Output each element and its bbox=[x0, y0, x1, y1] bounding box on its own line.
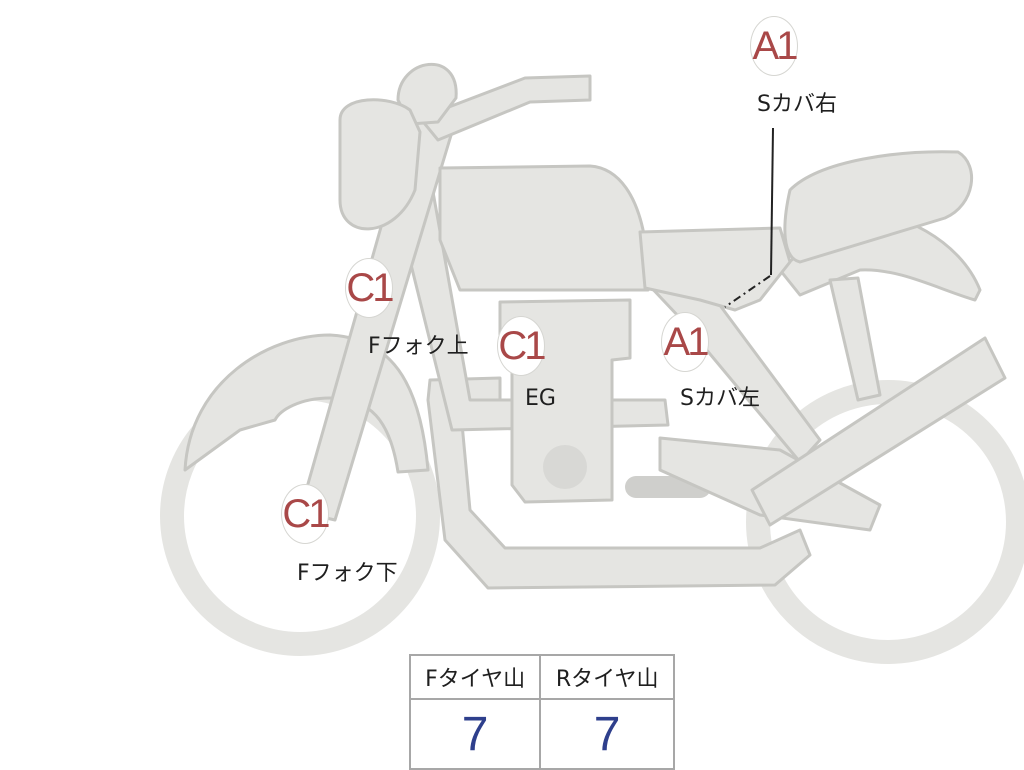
marker-label-s-cover-right: Sカバ右 bbox=[757, 92, 837, 117]
marker-code-f-fork-lower[interactable]: C1 bbox=[281, 484, 331, 544]
marker-code-s-cover-left[interactable]: A1 bbox=[661, 312, 709, 372]
front-tire-value: 7 bbox=[408, 698, 542, 770]
front-tire-header: Fタイヤ山 bbox=[408, 654, 542, 700]
tire-tread-table: Fタイヤ山 Rタイヤ山 7 7 bbox=[408, 654, 675, 770]
marker-label-engine: EG bbox=[525, 386, 556, 411]
marker-code-s-cover-right[interactable]: A1 bbox=[750, 16, 798, 76]
headlight bbox=[338, 98, 422, 231]
marker-label-f-fork-lower: Fフォク下 bbox=[297, 561, 398, 586]
marker-label-s-cover-left: Sカバ左 bbox=[680, 386, 760, 411]
side-cover bbox=[638, 226, 792, 312]
fuel-tank bbox=[438, 164, 650, 292]
rear-tire-header: Rタイヤ山 bbox=[539, 654, 675, 700]
marker-label-f-fork-upper: Fフォク上 bbox=[368, 334, 469, 359]
handlebar bbox=[418, 74, 592, 142]
marker-code-f-fork-upper[interactable]: C1 bbox=[345, 258, 395, 318]
seat bbox=[783, 150, 974, 264]
rear-shock bbox=[828, 276, 882, 402]
mirror bbox=[396, 62, 458, 126]
leader-line bbox=[770, 127, 774, 276]
engine-cover bbox=[543, 445, 587, 489]
marker-code-engine[interactable]: C1 bbox=[497, 316, 547, 376]
rear-wheel bbox=[746, 380, 1024, 664]
rear-tire-value: 7 bbox=[539, 698, 675, 770]
exhaust bbox=[750, 336, 1007, 527]
